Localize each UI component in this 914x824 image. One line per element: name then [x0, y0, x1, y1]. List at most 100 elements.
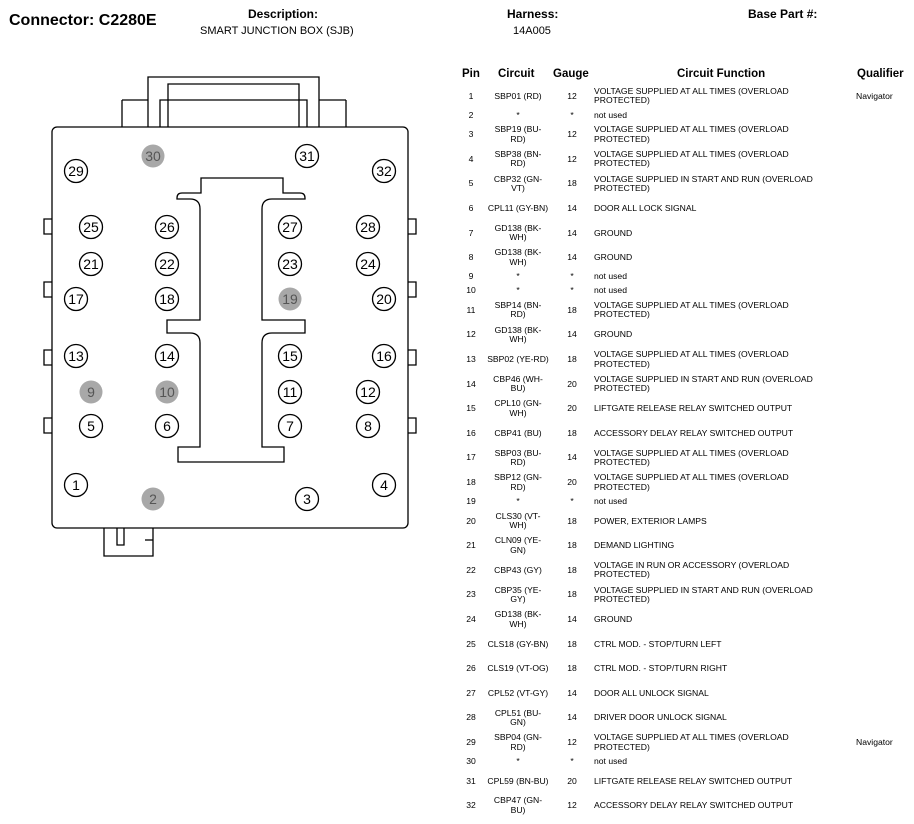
pin-number: 4 [380, 477, 388, 493]
pin-cell: 23 [466, 589, 476, 600]
gauge-cell: 18 [567, 638, 577, 649]
circuit-cell: SBP03 (BU-RD) [494, 447, 542, 468]
qualifier-cell [856, 172, 914, 197]
function-cell: GROUND [594, 227, 633, 238]
qualifier-cell [856, 794, 914, 819]
pin-number: 14 [159, 348, 175, 364]
latch-tab [167, 83, 300, 127]
function-cell: VOLTAGE SUPPLIED AT ALL TIMES (OVERLOAD … [594, 349, 789, 369]
pin-17: 17 [63, 286, 89, 312]
pin-number: 10 [159, 384, 175, 400]
pin-cell: 29 [466, 736, 476, 747]
pin-number: 13 [68, 348, 84, 364]
latch-housing [147, 76, 320, 127]
circuit-cell: SBP04 (GN-RD) [494, 732, 542, 752]
gauge-cell: 18 [567, 353, 577, 364]
qualifier-cell [856, 196, 914, 221]
pin-24: 24 [355, 251, 381, 277]
pin-2: 2 [141, 487, 165, 511]
function-cell: ACCESSORY DELAY RELAY SWITCHED OUTPUT [594, 427, 794, 438]
pin-number: 23 [282, 256, 298, 272]
pin-number: 29 [68, 163, 84, 179]
gauge-cell: 18 [567, 564, 577, 575]
qualifier-cell [856, 246, 914, 271]
qualifier-cell [856, 109, 914, 123]
qualifier-cell [856, 558, 914, 583]
pin-cell: 10 [466, 285, 476, 296]
pin-number: 32 [376, 163, 392, 179]
connector-title: Connector: C2280E [9, 12, 157, 29]
function-cell: not used [594, 496, 627, 507]
pin-cell: 5 [468, 178, 474, 189]
pin-cell: 11 [466, 304, 476, 315]
function-cell: not used [594, 285, 627, 296]
pin-18: 18 [154, 286, 180, 312]
qualifier-cell [856, 221, 914, 246]
gauge-cell: 18 [567, 178, 577, 189]
gauge-cell: * [570, 271, 574, 282]
gauge-cell: 18 [567, 663, 577, 674]
column-header-circuit: Circuit [498, 68, 535, 80]
pin-32: 32 [371, 158, 397, 184]
qualifier-cell [856, 681, 914, 706]
pin-number: 27 [282, 219, 298, 235]
pin-number: 17 [68, 291, 84, 307]
pin-circle [141, 487, 165, 511]
pin-cell: 28 [466, 712, 476, 723]
gauge-cell: 14 [567, 613, 577, 624]
function-cell: DRIVER DOOR UNLOCK SIGNAL [594, 712, 727, 723]
gauge-cell: * [570, 496, 574, 507]
pin-cell: 8 [468, 252, 474, 263]
circuit-cell: GD138 (BK-WH) [494, 247, 542, 267]
function-cell: VOLTAGE SUPPLIED AT ALL TIMES (OVERLOAD … [594, 472, 789, 492]
pin-cell: 24 [466, 613, 476, 624]
qualifier-cell [856, 657, 914, 682]
qualifier-cell [856, 495, 914, 509]
function-cell: LIFTGATE RELEASE RELAY SWITCHED OUTPUT [594, 403, 793, 414]
pin-number: 24 [360, 256, 376, 272]
pin-cell: 19 [466, 496, 476, 507]
circuit-cell: SBP02 (YE-RD) [487, 353, 549, 364]
pin-circle [63, 472, 89, 498]
function-cell: ACCESSORY DELAY RELAY SWITCHED OUTPUT [594, 800, 794, 811]
connector-body [51, 126, 409, 529]
center-cavity [166, 177, 306, 463]
function-cell: VOLTAGE SUPPLIED IN START AND RUN (OVERL… [594, 373, 813, 394]
table-row: 9**not used [455, 270, 910, 284]
qualifier-cell [856, 397, 914, 422]
circuit-cell: CLN09 (YE-GN) [494, 535, 542, 555]
pin-cell: 18 [466, 476, 476, 487]
pin-14: 14 [154, 343, 180, 369]
pin-number: 9 [87, 384, 95, 400]
circuit-cell: SBP19 (BU-RD) [494, 124, 542, 144]
qualifier-cell [856, 298, 914, 323]
gauge-cell: 12 [567, 800, 577, 811]
circuit-cell: * [516, 285, 520, 296]
column-header-pin: Pin [462, 68, 480, 80]
pin-20: 20 [371, 286, 397, 312]
qualifier-cell [856, 470, 914, 495]
pin-number: 19 [282, 291, 298, 307]
pin-circle [355, 379, 381, 405]
circuit-cell: GD138 (BK-WH) [494, 609, 542, 629]
qualifier-cell [856, 607, 914, 632]
circuit-cell: CPL59 (BN-BU) [487, 775, 549, 786]
pin-circle [154, 214, 180, 240]
pin-cell: 15 [466, 403, 476, 414]
function-cell: CTRL MOD. - STOP/TURN LEFT [594, 638, 722, 649]
function-cell: DEMAND LIGHTING [594, 540, 675, 551]
gauge-cell: 14 [567, 452, 577, 463]
qualifier-cell [856, 509, 914, 534]
qualifier-cell [856, 769, 914, 794]
table-row: 19**not used [455, 495, 910, 509]
pin-8: 8 [355, 413, 381, 439]
qualifier-cell [856, 706, 914, 731]
